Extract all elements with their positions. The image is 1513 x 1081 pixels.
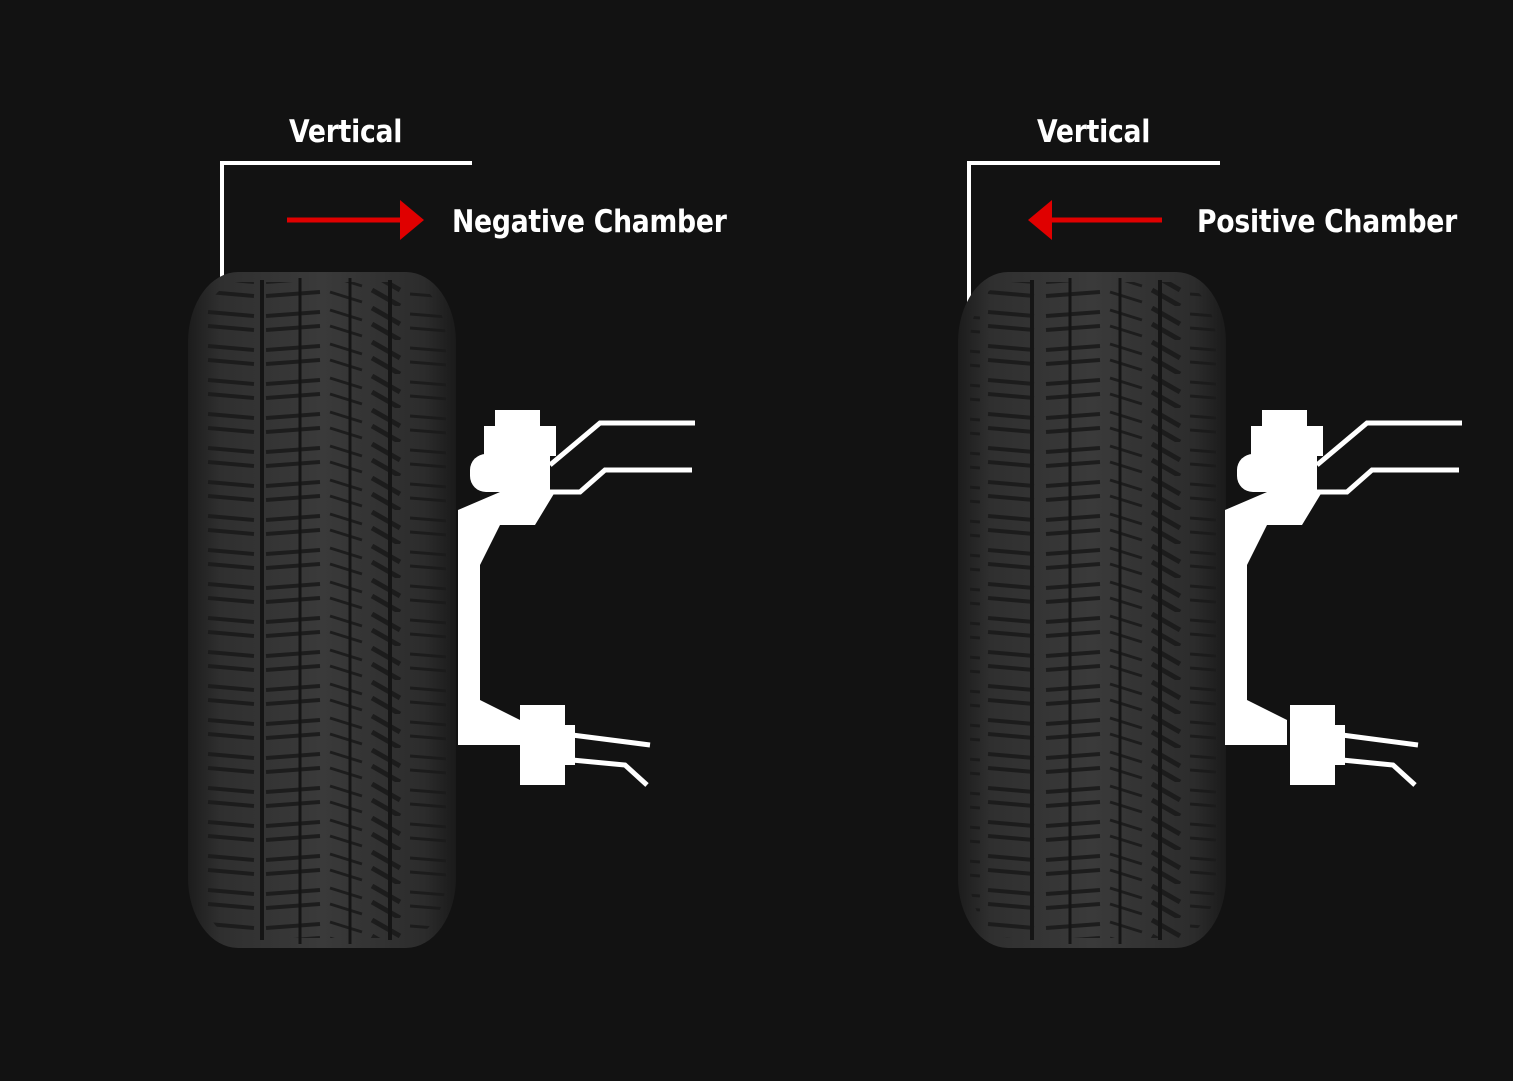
vertical-label: Vertical [289, 114, 403, 150]
tire-icon [958, 272, 1226, 948]
control-arm-lines [1312, 420, 1462, 787]
control-arm-lines [545, 420, 695, 787]
suspension-knuckle-icon [458, 410, 575, 785]
tire-icon [188, 272, 456, 948]
negative-camber-label: Negative Chamber [452, 204, 727, 240]
arrow-right-icon [287, 200, 424, 240]
vertical-reference-line [967, 161, 1220, 310]
panel-negative [188, 161, 695, 948]
arrow-left-icon [1028, 200, 1162, 240]
panel-positive [958, 161, 1462, 948]
positive-camber-label: Positive Chamber [1197, 204, 1457, 240]
vertical-label: Vertical [1037, 114, 1151, 150]
vertical-reference-line [220, 161, 472, 310]
suspension-knuckle-icon [1225, 410, 1345, 785]
